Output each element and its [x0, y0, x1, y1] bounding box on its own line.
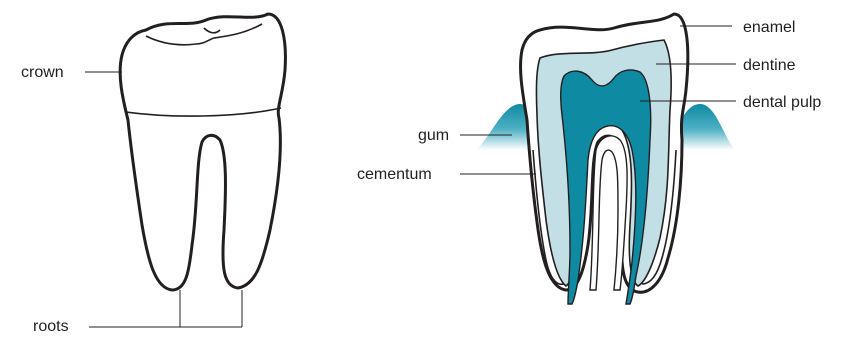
label-roots: roots	[33, 318, 69, 333]
label-dental-pulp: dental pulp	[743, 94, 821, 111]
label-gum: gum	[418, 127, 449, 144]
pulp-layer	[561, 70, 651, 304]
leader-roots	[89, 290, 242, 327]
cross-section-tooth	[476, 14, 735, 304]
label-cementum: cementum	[357, 166, 432, 183]
dentine-layer	[536, 40, 671, 286]
external-tooth-outline	[120, 14, 285, 290]
label-enamel: enamel	[743, 19, 795, 36]
root-canal-channel	[590, 136, 627, 290]
label-crown: crown	[21, 64, 64, 81]
label-dentine: dentine	[743, 57, 796, 74]
external-tooth	[120, 14, 285, 290]
